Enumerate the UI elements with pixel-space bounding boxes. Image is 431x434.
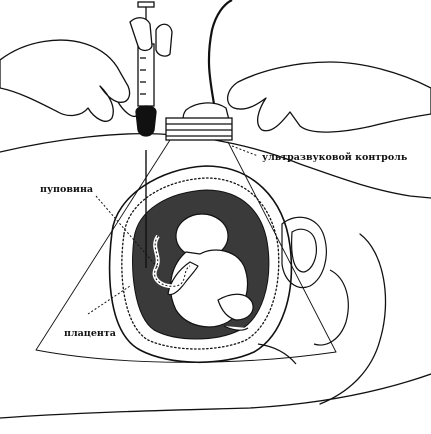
placenta-label: плацента bbox=[64, 328, 116, 339]
ultrasound-label: ультразвуковой контроль bbox=[262, 152, 408, 163]
ultrasound-probe bbox=[166, 0, 232, 140]
lower-body-outline bbox=[0, 374, 431, 418]
umbilical-cord-label: пуповина bbox=[40, 184, 93, 195]
bladder-inner bbox=[292, 229, 317, 272]
probe-body bbox=[166, 118, 232, 140]
syringe-barrel bbox=[138, 44, 154, 106]
placenta-leader bbox=[88, 286, 130, 314]
cervix bbox=[258, 344, 296, 364]
ultrasound-leader bbox=[232, 146, 258, 156]
syringe-plunger-cap bbox=[138, 2, 154, 7]
syringe-hub bbox=[136, 106, 156, 136]
rectum bbox=[314, 270, 348, 345]
back-outline bbox=[320, 234, 386, 404]
ultrasound-beam-arc bbox=[36, 350, 336, 362]
bladder bbox=[282, 217, 326, 287]
probe-cable bbox=[209, 0, 232, 104]
